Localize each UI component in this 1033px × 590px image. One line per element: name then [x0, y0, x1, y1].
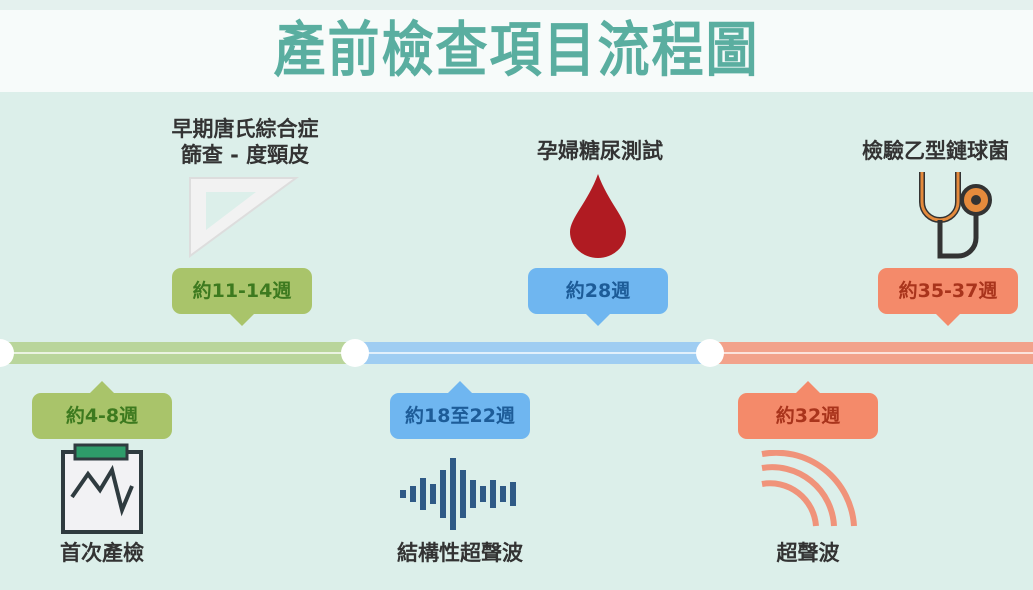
timeline-node [696, 339, 724, 367]
timeline-node [341, 339, 369, 367]
week-tag: 約11-14週 [172, 268, 312, 326]
step-label: 早期唐氏綜合症篩查 - 度頸皮 [171, 117, 319, 167]
step-label: 孕婦糖尿測試 [537, 139, 663, 163]
step-label: 首次產檢 [60, 541, 144, 565]
week-tag: 約28週 [528, 268, 668, 326]
week-tag: 約18至22週 [390, 381, 530, 439]
week-tag: 約32週 [738, 381, 878, 439]
ultrasound-waves-icon [761, 450, 857, 527]
title-band: 產前檢查項目流程圖 [0, 10, 1033, 92]
page-title: 產前檢查項目流程圖 [273, 16, 760, 86]
timeline-node [0, 339, 14, 367]
week-tag: 約35-37週 [878, 268, 1018, 326]
step-label: 檢驗乙型鏈球菌 [862, 139, 1009, 163]
top-strip [0, 0, 1033, 10]
step-label: 超聲波 [776, 541, 840, 565]
blood-drop-icon [570, 174, 626, 258]
step-label: 結構性超聲波 [397, 541, 523, 565]
sound-wave-icon [400, 458, 516, 530]
timeline-segment-blue [355, 342, 710, 364]
week-tag: 約4-8週 [32, 381, 172, 439]
timeline-segment-orange [710, 342, 1033, 364]
timeline-segment-green [0, 342, 355, 364]
stethoscope-icon [919, 172, 992, 259]
set-square-icon [189, 177, 300, 258]
clipboard-chart-icon [61, 443, 143, 534]
